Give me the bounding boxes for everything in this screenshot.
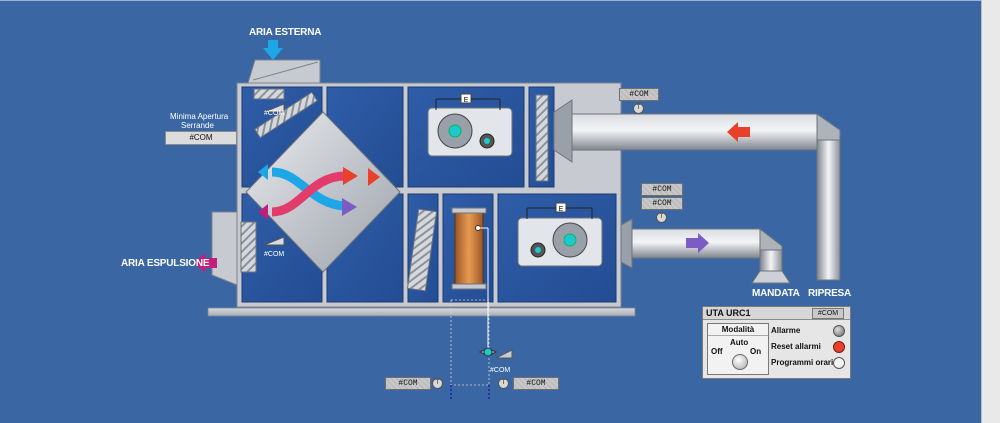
uta-control-panel: UTA URC1 #COM Modalità Auto Off On Allar… [702,306,851,379]
panel-status: #COM [812,308,844,319]
minima-apertura-label: Minima Apertura [170,112,229,121]
mode-selector[interactable]: Modalità Auto Off On [707,323,769,375]
valve-right-value: #COM [513,377,559,390]
mode-header: Modalità [708,324,768,336]
ripresa-temp-sensor-icon: T [633,103,644,114]
valve-left-sensor-icon: T [432,378,443,389]
top-border [0,0,981,1]
ripresa-flow-arrow [727,122,750,142]
damper-top-value: #COM [264,110,285,117]
panel-title: UTA URC1 [706,308,751,318]
programmi-orari-row[interactable]: Programmi orari [771,355,847,370]
reset-icon[interactable] [833,341,845,353]
aria-espulsione-label: ARIA ESPULSIONE [121,258,210,269]
programmi-orari-label: Programmi orari [771,358,834,367]
valve-right-sensor-icon: T [498,378,509,389]
unit-base [207,307,636,317]
valve-value: #COM [490,367,511,374]
panel-title-bar: UTA URC1 #COM [703,307,850,320]
mandata-label: MANDATA [752,288,800,299]
aria-espulsione-arrow [194,253,217,273]
mode-knob-icon[interactable] [732,354,748,370]
mode-off-label: Off [711,347,723,356]
mandata-flow-arrow [686,233,709,253]
mandata-value-2: #COM [641,197,683,210]
mode-on-label: On [750,347,762,356]
mandata-value-1: #COM [641,183,683,196]
mandata-temp-sensor-icon: T [656,212,667,223]
allarme-row: Allarme [771,323,847,338]
reset-allarmi-label: Reset allarmi [771,342,821,351]
svg-text:E: E [559,206,564,213]
svg-text:E: E [464,97,469,104]
minima-apertura-input[interactable]: #COM [165,131,237,145]
aria-esterna-arrow [263,40,283,60]
clock-icon[interactable] [833,357,845,369]
serrande-label: Serrande [181,121,214,130]
ripresa-label: RIPRESA [808,288,852,299]
heat-exchanger [245,111,401,273]
ripresa-temp-value: #COM [619,88,659,101]
damper-bottom-value: #COM [264,251,285,258]
window-scrollbar[interactable] [981,0,1000,423]
valve-left-value: #COM [385,377,431,390]
aria-esterna-label: ARIA ESTERNA [249,27,322,38]
mode-auto-label: Auto [730,338,749,347]
reset-allarmi-row[interactable]: Reset allarmi [771,339,847,354]
alarm-led-icon [833,325,845,337]
allarme-label: Allarme [771,326,801,335]
